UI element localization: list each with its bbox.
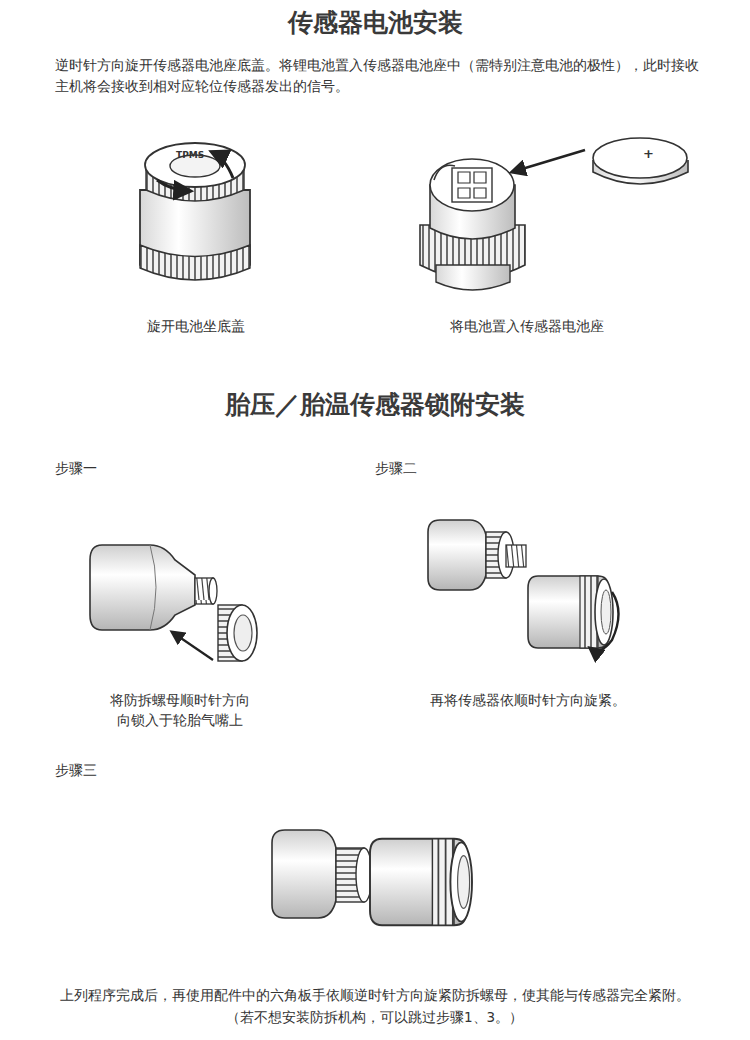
figure-caption: 将电池置入传感器电池座	[450, 316, 604, 336]
intro-paragraph: 逆时针方向旋开传感器电池座底盖。将锂电池置入传感器电池座中（需特别注意电池的极性…	[55, 55, 705, 97]
sensor-closed	[140, 143, 250, 280]
sensor-on-stem	[428, 520, 619, 651]
step-label: 步骤三	[55, 760, 97, 781]
closing-note: 上列程序完成后，再使用配件中的六角板手依顺逆时针方向旋紧防拆螺母，使其能与传感器…	[25, 985, 725, 1005]
valve-stem-and-nut	[90, 545, 257, 661]
step-label: 步骤一	[55, 458, 97, 479]
step-label: 步骤二	[375, 458, 417, 479]
step-caption: 将防拆螺母顺时针方向向锁入于轮胎气嘴上	[105, 690, 255, 730]
section-heading: 胎压／胎温传感器锁附安装	[225, 388, 525, 421]
figure-caption: 旋开电池坐底盖	[147, 316, 245, 336]
sensor-open	[420, 138, 688, 290]
page-title: 传感器电池安装	[288, 6, 463, 39]
closing-note: （若不想安装防拆机构，可以跳过步骤1、3。）	[226, 1007, 523, 1027]
cap-marking: TPMS	[176, 150, 204, 160]
assembled-sensor	[272, 830, 472, 925]
step-caption: 再将传感器依顺时针方向旋紧。	[430, 690, 626, 710]
battery-polarity: +	[643, 146, 654, 161]
